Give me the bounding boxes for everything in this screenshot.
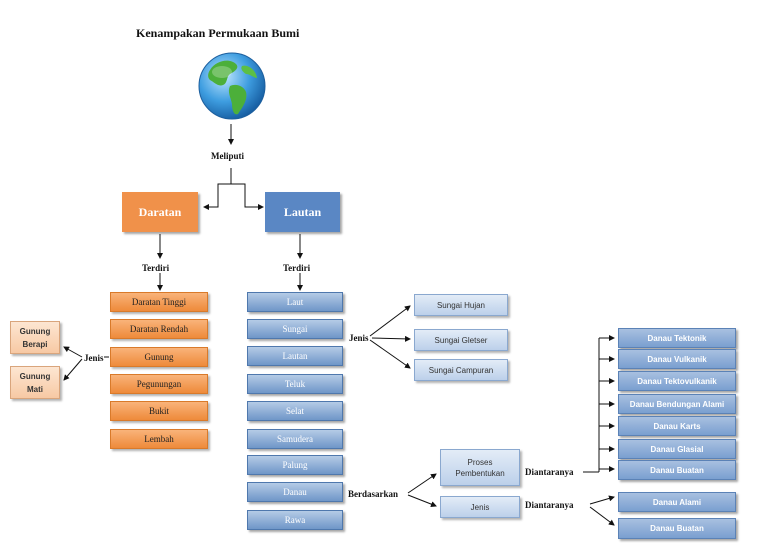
terdiri-lautan-label: Terdiri <box>283 263 311 273</box>
lautan-item: Teluk <box>247 374 343 394</box>
lautan-item-danau: Danau <box>247 482 343 502</box>
diagram-title: Kenampakan Permukaan Bumi <box>136 26 300 40</box>
daratan-item: Lembah <box>110 429 208 449</box>
lautan-item: Rawa <box>247 510 343 530</box>
danau-proses-item: Danau Buatan <box>618 460 736 480</box>
sungai-jenis-item: Sungai Gletser <box>414 329 508 351</box>
danau-proses-item: Danau Tektonik <box>618 328 736 348</box>
danau-proses-item: Danau Bendungan Alami <box>618 394 736 414</box>
danau-proses-item: Danau Tektovulkanik <box>618 371 736 391</box>
daratan-item: Daratan Tinggi <box>110 292 208 312</box>
daratan-item: Daratan Rendah <box>110 319 208 339</box>
gunung-jenis-item: Gunung Berapi <box>10 321 60 354</box>
sungai-jenis-item: Sungai Hujan <box>414 294 508 316</box>
danau-jenis-item: Danau Alami <box>618 492 736 512</box>
daratan-item: Bukit <box>110 401 208 421</box>
sungai-jenis-item: Sungai Campuran <box>414 359 508 381</box>
earth-globe-icon <box>198 52 266 120</box>
lautan-item: Laut <box>247 292 343 312</box>
lautan-item: Samudera <box>247 429 343 449</box>
jenis-sungai-label: Jenis <box>349 333 369 343</box>
danau-proses-item: Danau Karts <box>618 416 736 436</box>
daratan-box: Daratan <box>122 192 198 232</box>
berdasarkan-label: Berdasarkan <box>348 489 399 499</box>
lautan-item: Palung <box>247 455 343 475</box>
terdiri-daratan-label: Terdiri <box>142 263 170 273</box>
proses-pembentukan-box: Proses Pembentukan <box>440 449 520 486</box>
meliputi-label: Meliputi <box>211 151 244 161</box>
lautan-box: Lautan <box>265 192 340 232</box>
danau-proses-item: Danau Vulkanik <box>618 349 736 369</box>
danau-jenis-item: Danau Buatan <box>618 518 736 539</box>
danau-proses-item: Danau Glasial <box>618 439 736 459</box>
diantaranya-jenis-label: Diantaranya <box>525 500 574 510</box>
daratan-item-gunung: Gunung <box>110 347 208 367</box>
daratan-item: Pegunungan <box>110 374 208 394</box>
jenis-gunung-label: Jenis <box>84 353 104 363</box>
diantaranya-proses-label: Diantaranya <box>525 467 574 477</box>
jenis-danau-box: Jenis <box>440 496 520 518</box>
lautan-item: Selat <box>247 401 343 421</box>
gunung-jenis-item: Gunung Mati <box>10 366 60 399</box>
lautan-item-sungai: Sungai <box>247 319 343 339</box>
lautan-item: Lautan <box>247 346 343 366</box>
